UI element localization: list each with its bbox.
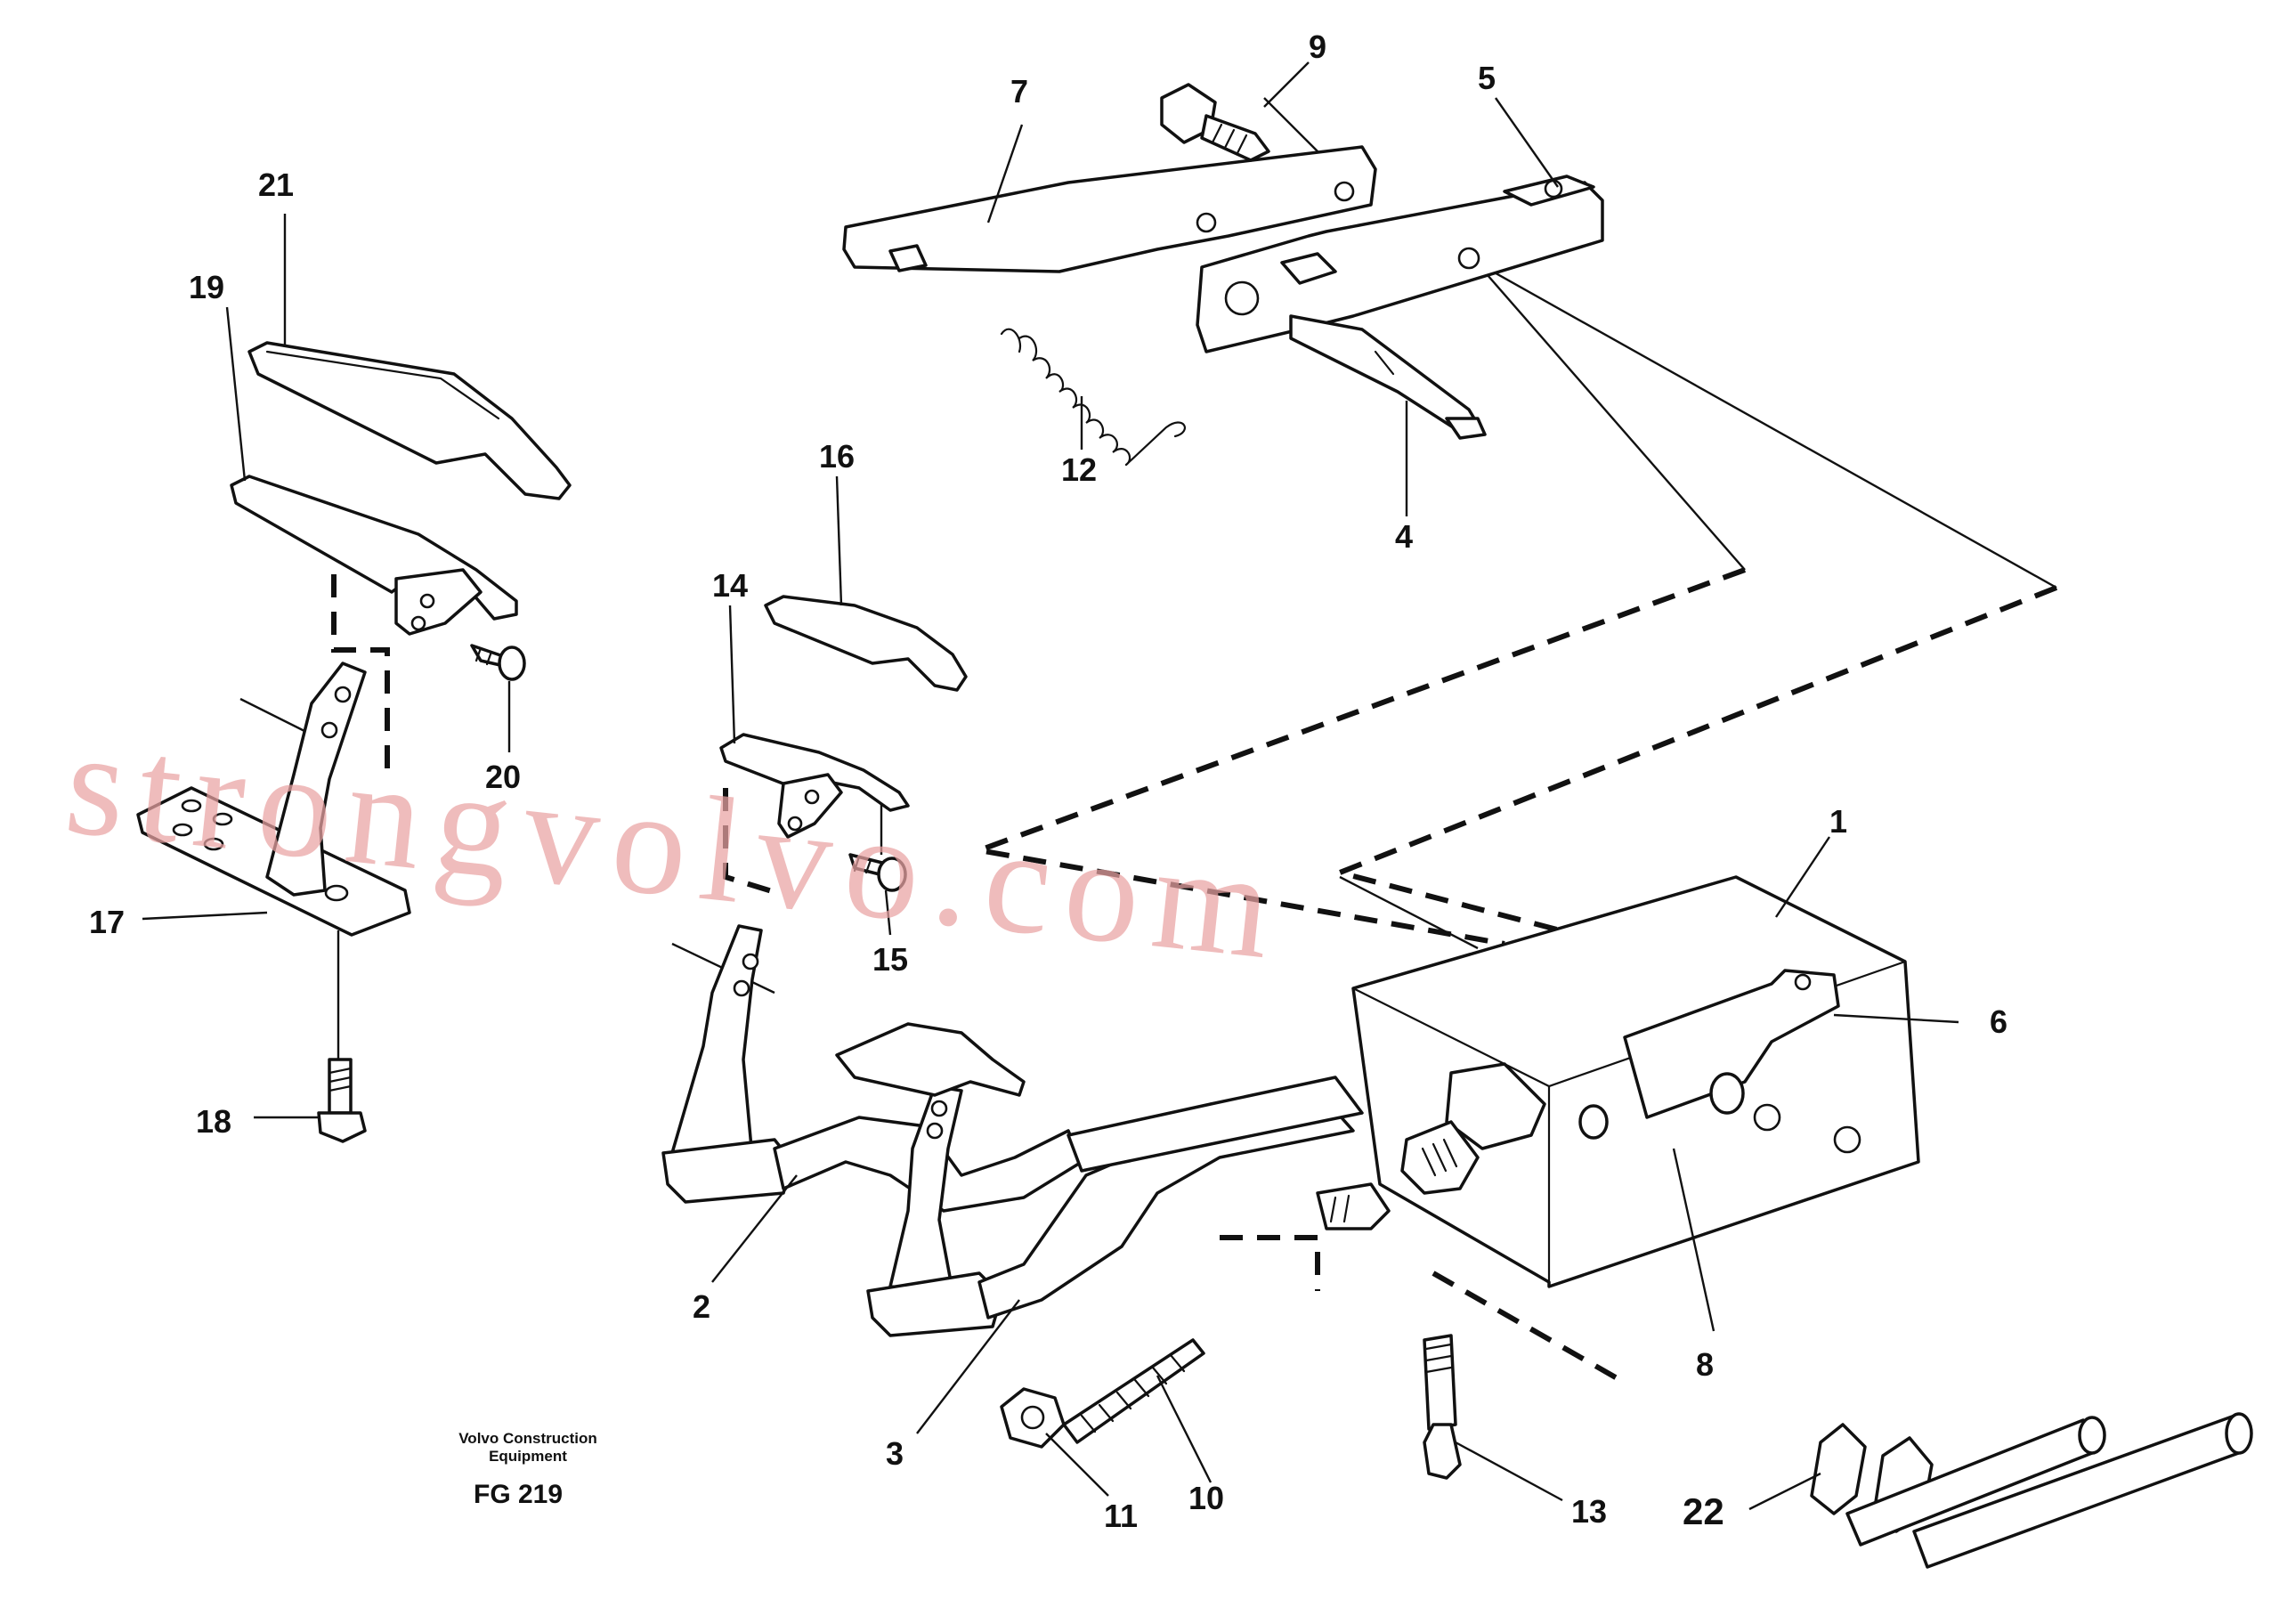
part-6-bracket	[1578, 969, 1840, 1140]
part-18-bolt	[317, 1058, 367, 1143]
callout-labels: 1 2 3 4 5 6 7 8 9 10 11 12 13 14 15 16 1…	[89, 28, 2007, 1534]
callout-1: 1	[1829, 803, 1847, 840]
callout-8: 8	[1696, 1346, 1714, 1383]
callout-22: 22	[1683, 1490, 1724, 1532]
part-15-small-bolt	[848, 853, 907, 892]
part-17-base-plate	[136, 662, 411, 937]
part-14-pedal-bracket	[719, 733, 910, 839]
callout-21: 21	[258, 166, 294, 203]
callout-5: 5	[1478, 60, 1496, 96]
callout-leader-lines	[142, 61, 1959, 1511]
callout-4: 4	[1395, 518, 1413, 555]
callout-9: 9	[1309, 28, 1326, 65]
callout-10: 10	[1188, 1480, 1224, 1516]
part-3-pedal-frame	[835, 1022, 1364, 1337]
brand-line-2: Equipment	[489, 1448, 567, 1465]
part-22-fittings-hoses	[1810, 1412, 2253, 1569]
callout-2: 2	[693, 1288, 710, 1325]
part-12-spring	[1000, 328, 1186, 467]
part-4-shaft	[1289, 314, 1487, 440]
callout-11: 11	[1104, 1498, 1138, 1534]
callout-3: 3	[886, 1435, 904, 1472]
callout-7: 7	[1010, 73, 1028, 110]
brand-line-1: Volvo Construction	[458, 1430, 597, 1447]
watermark: strongvolvo.com	[59, 699, 1293, 992]
part-5-arm-bracket	[1196, 175, 1604, 353]
callout-15: 15	[872, 941, 908, 978]
figure-id: FG 219	[474, 1480, 563, 1509]
figure-footer: Volvo Construction Equipment FG 219	[458, 1430, 597, 1509]
adjusting-screw	[1316, 1182, 1391, 1230]
callout-14: 14	[712, 567, 748, 604]
part-8-plunger	[1400, 1062, 1546, 1195]
part-20-small-bolt	[470, 644, 526, 681]
part-13-bolt	[1423, 1334, 1462, 1480]
part-9-bolt	[1160, 83, 1270, 162]
callout-17: 17	[89, 904, 125, 940]
assembly-dashed-lines	[331, 567, 2058, 1383]
callout-12: 12	[1061, 451, 1097, 488]
callout-20: 20	[485, 759, 521, 795]
callout-18: 18	[196, 1103, 231, 1140]
assembly-thin-lines	[239, 97, 2057, 1077]
part-21-pedal-pad	[247, 341, 572, 500]
callout-13: 13	[1571, 1493, 1607, 1530]
part-19-pedal-bracket	[230, 475, 518, 636]
part-10-spring	[1062, 1338, 1205, 1444]
part-7-upper-lever	[842, 145, 1377, 273]
part-16-pad	[764, 595, 968, 692]
callout-6: 6	[1990, 1003, 2007, 1040]
callout-19: 19	[189, 269, 224, 305]
part-11-nut	[1000, 1387, 1066, 1449]
callout-16: 16	[819, 438, 855, 475]
